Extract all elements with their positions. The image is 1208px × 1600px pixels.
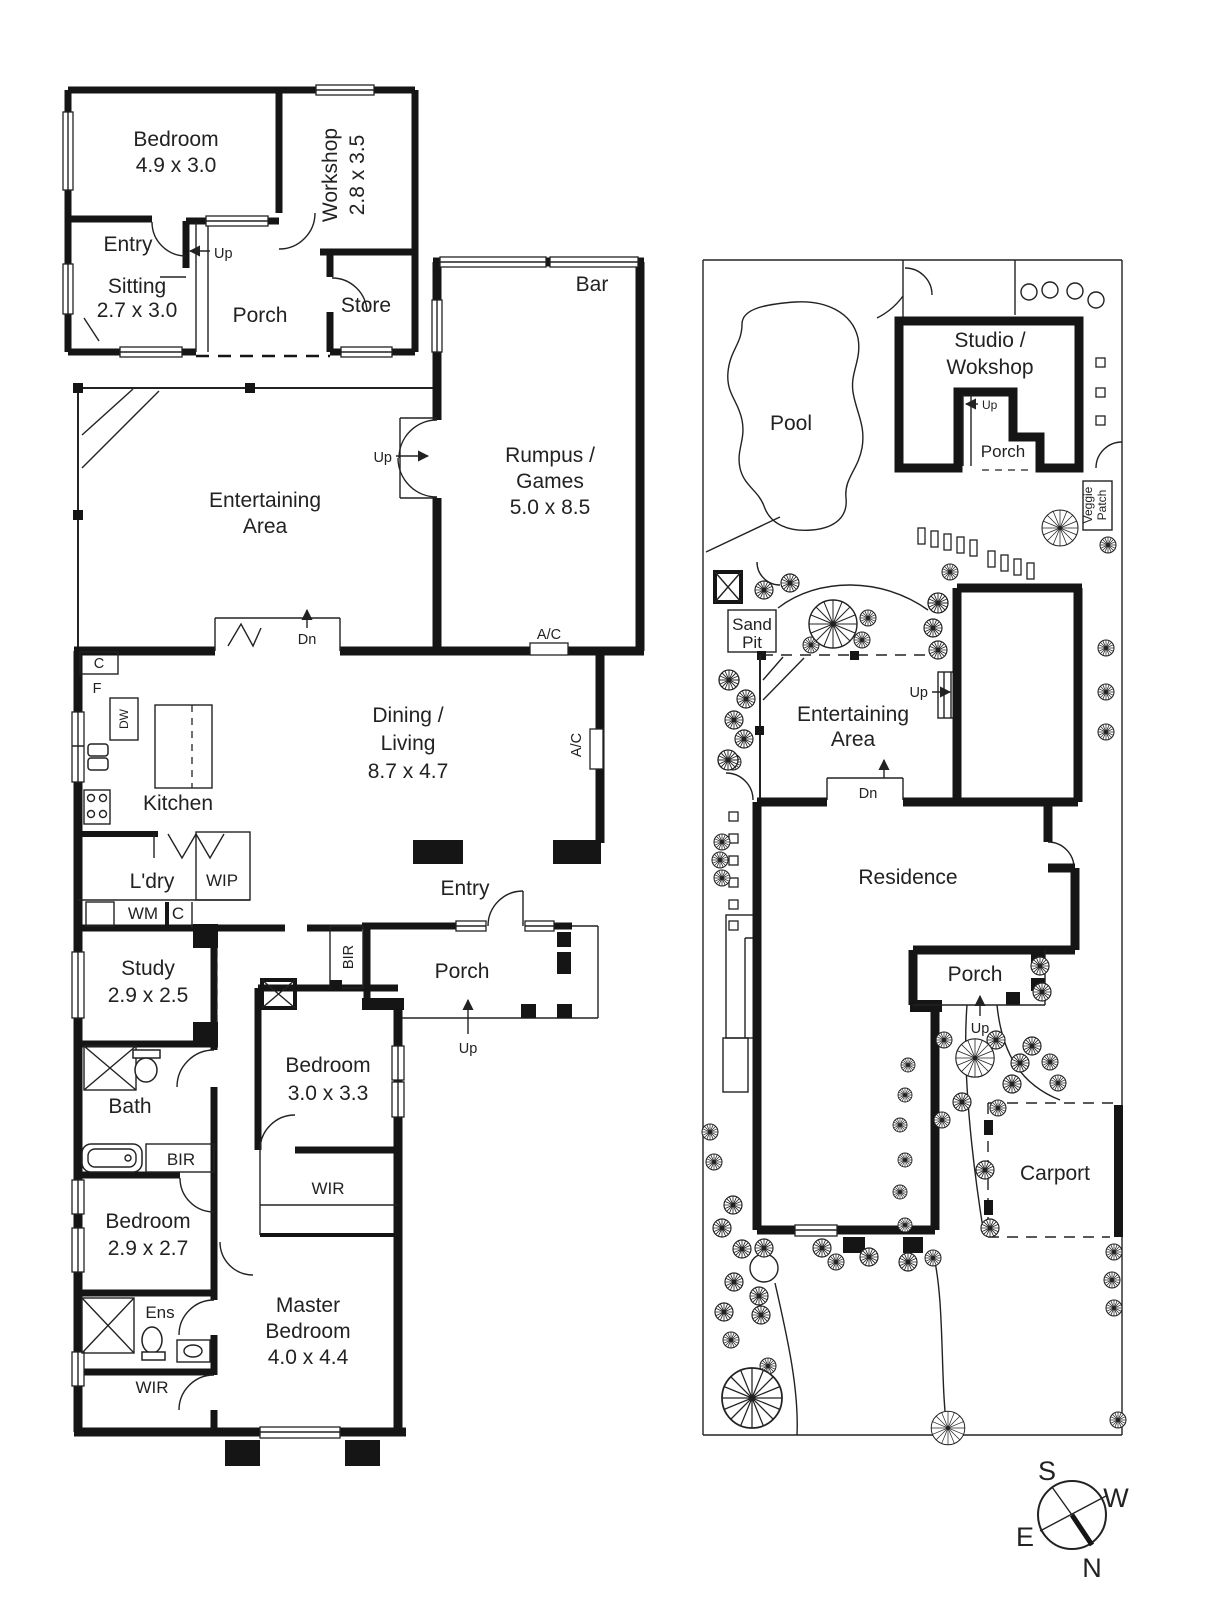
- main-wir-master-label: WIR: [311, 1179, 344, 1198]
- main-entry-label: Entry: [440, 877, 490, 900]
- site-studio-label: Studio /: [954, 329, 1025, 352]
- pool-outline: [727, 301, 864, 531]
- compass-north-label: N: [1082, 1553, 1102, 1583]
- site-studio-label2: Wokshop: [946, 356, 1033, 379]
- main-laundry-label: L'dry: [130, 870, 175, 893]
- site-garden-structures: [713, 260, 1113, 1093]
- main-bedroom-mid-size: 3.0 x 3.3: [288, 1082, 369, 1105]
- main-deck: [73, 383, 437, 648]
- site-arrows: [878, 686, 986, 1016]
- main-bath-label: Bath: [108, 1095, 151, 1118]
- main-entertaining-label: Entertaining: [209, 489, 321, 512]
- unit-sitting-size: 2.7 x 3.0: [97, 299, 178, 322]
- site-boundary: [702, 259, 1123, 1436]
- site-sand-label2: Pit: [742, 633, 762, 652]
- main-ac-top-label: A/C: [537, 627, 561, 643]
- main-porch-label: Porch: [435, 960, 490, 983]
- main-study-label: Study: [121, 957, 175, 980]
- main-arrows: [301, 450, 474, 1034]
- compass-south-label: S: [1038, 1456, 1056, 1486]
- site-up-deck-label: Up: [909, 685, 928, 701]
- unit-windows: [62, 84, 393, 358]
- main-wm-label: WM: [128, 904, 158, 923]
- site-sand-label: Sand: [732, 615, 772, 634]
- site-veggie-label: Veggie: [1081, 486, 1095, 523]
- compass-east-label: E: [1016, 1522, 1034, 1552]
- main-wir-lower-label: WIR: [135, 1378, 168, 1397]
- main-rumpus-label: Rumpus /: [505, 444, 595, 467]
- unit-bedroom-label: Bedroom: [133, 128, 218, 151]
- main-rumpus-size: 5.0 x 8.5: [510, 496, 591, 519]
- main-up-porch-label: Up: [459, 1041, 478, 1057]
- site-residence-label: Residence: [858, 866, 957, 889]
- unit-bedroom-size: 4.9 x 3.0: [136, 154, 217, 177]
- main-cupboard-hall-label: C: [172, 904, 184, 923]
- main-ens-label: Ens: [145, 1303, 174, 1322]
- main-bir-bath-label: BIR: [167, 1150, 195, 1169]
- unit-workshop-size: 2.8 x 3.5: [346, 135, 369, 216]
- main-ac-units: [529, 642, 604, 770]
- main-bir-porch-label: BIR: [341, 945, 357, 969]
- site-dn-label: Dn: [859, 786, 878, 802]
- main-master-size: 4.0 x 4.4: [268, 1346, 349, 1369]
- main-dn-label: Dn: [298, 632, 317, 648]
- main-bedroom-small-size: 2.9 x 2.7: [108, 1237, 189, 1260]
- site-carport-label: Carport: [1020, 1162, 1090, 1185]
- main-master-label: Master: [276, 1294, 340, 1317]
- site-residence: [752, 583, 1083, 1253]
- main-bedroom-mid-label: Bedroom: [285, 1054, 370, 1077]
- unit-sitting-label: Sitting: [108, 275, 166, 298]
- unit-up-label: Up: [214, 246, 233, 262]
- main-bar-label: Bar: [576, 273, 609, 296]
- site-porch-studio-label: Porch: [981, 442, 1025, 461]
- site-up-studio-label: Up: [982, 398, 998, 412]
- main-dining-label: Dining /: [372, 704, 443, 727]
- compass: S W E N: [1016, 1456, 1129, 1583]
- site-pool-label: Pool: [770, 412, 812, 435]
- unit-store-label: Store: [341, 294, 391, 317]
- main-cupboard-top-label: C: [94, 656, 104, 672]
- site-entertaining-label: Entertaining: [797, 703, 909, 726]
- compass-west-label: W: [1103, 1483, 1129, 1513]
- main-windows: [71, 256, 639, 1466]
- main-plan: Entertaining Area Up Bar Rumpus / Games …: [71, 256, 645, 1466]
- main-study-size: 2.9 x 2.5: [108, 984, 189, 1007]
- main-entertaining-label2: Area: [243, 515, 288, 538]
- main-bedroom-small-label: Bedroom: [105, 1210, 190, 1233]
- unit-entry-label: Entry: [103, 233, 153, 256]
- site-labels: Pool Studio / Wokshop Up Porch Veggie Pa…: [732, 329, 1109, 1185]
- main-ac-side-label: A/C: [569, 733, 585, 757]
- main-rumpus-label2: Games: [516, 470, 584, 493]
- unit-plan: Bedroom 4.9 x 3.0 Workshop 2.8 x 3.5 Ent…: [62, 84, 419, 358]
- main-up-stairs-label: Up: [373, 450, 392, 466]
- main-bath-fixtures: [81, 1045, 215, 1363]
- main-master-label2: Bedroom: [265, 1320, 350, 1343]
- main-dishwasher-label: DW: [117, 708, 131, 729]
- site-veggie-label2: Patch: [1095, 490, 1109, 521]
- site-up-porch-label: Up: [971, 1021, 990, 1037]
- site-porch-res-label: Porch: [948, 963, 1003, 986]
- main-dining-label2: Living: [381, 732, 436, 755]
- main-kitchen-fixtures: [79, 651, 213, 825]
- unit-porch-label: Porch: [233, 304, 288, 327]
- main-doors: [176, 419, 524, 1411]
- unit-workshop-label: Workshop: [319, 128, 342, 222]
- main-fridge-label: F: [93, 681, 102, 697]
- main-kitchen-label: Kitchen: [143, 792, 213, 815]
- site-plan: Pool Studio / Wokshop Up Porch Veggie Pa…: [701, 259, 1129, 1583]
- main-wip-label: WIP: [206, 871, 238, 890]
- main-labels: Entertaining Area Up Bar Rumpus / Games …: [93, 273, 609, 1397]
- site-entertaining-label2: Area: [831, 728, 876, 751]
- main-dining-size: 8.7 x 4.7: [368, 760, 449, 783]
- site-studio: [894, 316, 1084, 473]
